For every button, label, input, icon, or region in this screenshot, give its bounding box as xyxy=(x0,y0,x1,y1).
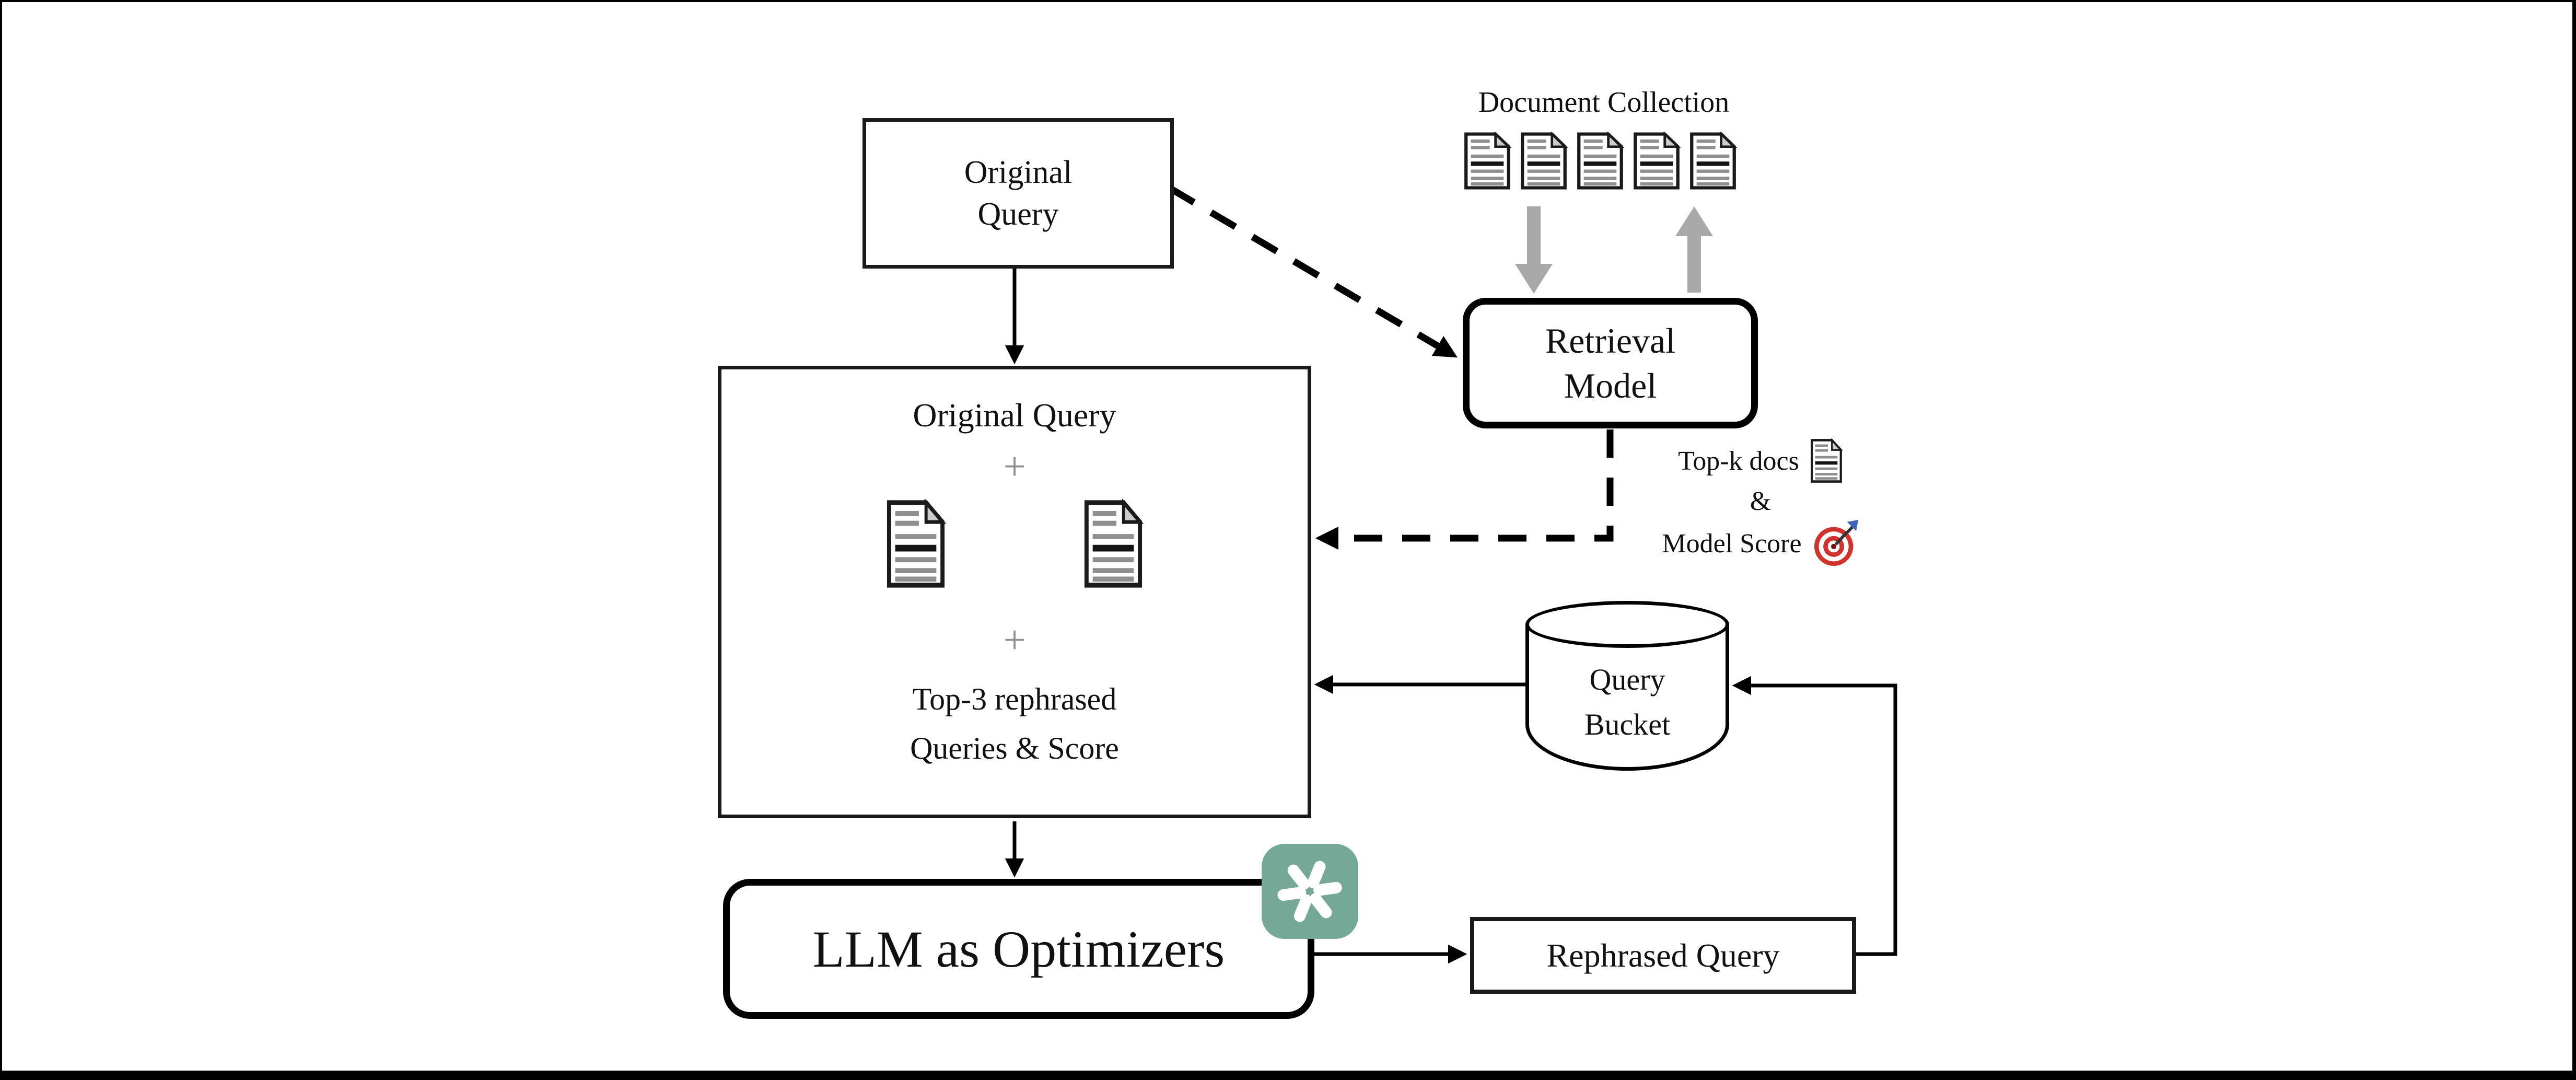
model-score-text: Model Score xyxy=(1662,528,1802,559)
openai-logo-icon xyxy=(1262,844,1358,939)
ampersand-text: & xyxy=(1750,486,1771,516)
topk-docs-text: Top-k docs xyxy=(1678,446,1799,476)
model-score-row: Model Score xyxy=(1635,517,1886,570)
prompt-doc-icons xyxy=(885,498,1144,589)
target-icon xyxy=(1812,519,1859,567)
document-icon xyxy=(1810,438,1843,483)
rephrased-query-label: Rephrased Query xyxy=(1546,936,1780,974)
retrieval-model-label: Retrieval Model xyxy=(1545,321,1676,405)
document-icon xyxy=(1632,131,1681,190)
document-icon xyxy=(1688,131,1738,190)
ampersand-row: & xyxy=(1635,485,1886,517)
prompt-original-query-label: Original Query xyxy=(913,397,1116,434)
dashed-arrow-retrieval-to-promptbox xyxy=(1315,429,1614,550)
document-collection-icons xyxy=(1463,131,1738,190)
arrow-rephrased-to-bucket xyxy=(1732,676,1897,956)
gray-up-arrow-head xyxy=(1675,206,1713,236)
llm-as-optimizers-label: LLM as Optimizers xyxy=(812,920,1225,978)
document-icon xyxy=(1082,498,1144,589)
plus-sign-bottom: + xyxy=(1003,618,1026,662)
retrieval-model-box: Retrieval Model xyxy=(1463,298,1758,428)
retrieval-output-label: Top-k docs & Model Score xyxy=(1635,437,1886,570)
topk-docs-row: Top-k docs xyxy=(1635,437,1886,485)
dashed-arrow-originalquery-to-retrieval xyxy=(1168,185,1458,358)
document-icon xyxy=(885,498,947,589)
query-bucket-cylinder: Query Bucket xyxy=(1525,601,1729,771)
plus-sign-top: + xyxy=(1003,445,1026,489)
query-bucket-label: Query Bucket xyxy=(1584,663,1671,741)
original-query-label: Original Query xyxy=(964,155,1073,232)
llm-as-optimizers-box: LLM as Optimizers xyxy=(723,879,1314,1019)
document-icon xyxy=(1463,131,1512,190)
document-collection-title: Document Collection xyxy=(1478,86,1730,119)
rephrased-query-box: Rephrased Query xyxy=(1470,917,1856,994)
prompt-construction-box: Original Query + + Top-3 rephrased Queri… xyxy=(718,366,1311,818)
document-icon xyxy=(1519,131,1568,190)
document-icon xyxy=(1576,131,1625,190)
top3-rephrased-label: Top-3 rephrased Queries & Score xyxy=(910,682,1119,765)
gray-down-arrow-head xyxy=(1515,264,1553,294)
original-query-box: Original Query xyxy=(862,118,1174,269)
cylinder-body xyxy=(1525,624,1729,771)
cylinder-top-ellipse xyxy=(1525,601,1729,648)
